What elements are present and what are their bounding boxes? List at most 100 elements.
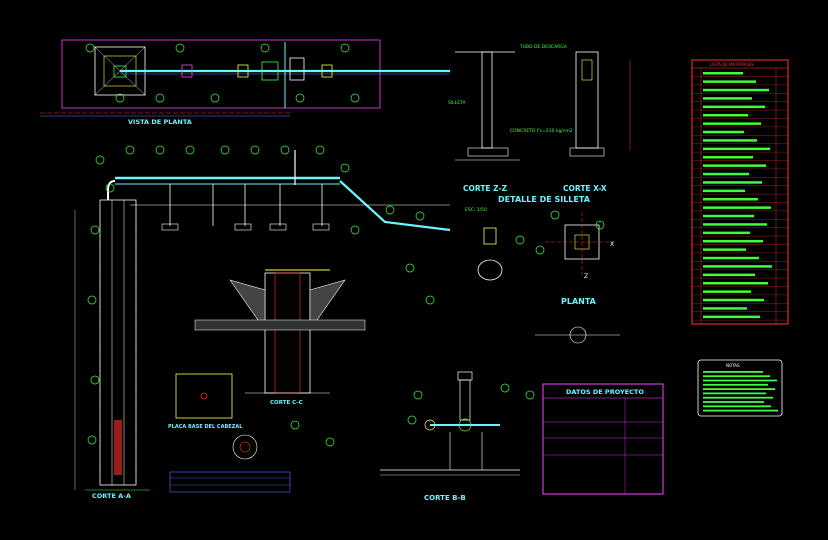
elevation-pipeline (107, 150, 451, 232)
material-row-text (703, 164, 766, 167)
material-row-text (703, 265, 772, 268)
material-row-text (703, 273, 755, 277)
planta-scale-label: ESC: 1/50 (465, 207, 487, 213)
lista-materiales-table: LISTA DE MATERIALES (691, 59, 789, 325)
callout-balloon (295, 93, 305, 103)
callout-balloon (210, 93, 220, 103)
nota-line (703, 375, 770, 378)
material-row-text (703, 80, 756, 83)
material-row-text (703, 130, 744, 134)
vista-planta-title: VISTA DE PLANTA (128, 118, 192, 126)
nota-line (703, 371, 763, 373)
notas-lines (703, 371, 778, 412)
material-row-text (703, 315, 760, 319)
nota-line (703, 405, 771, 408)
nota-line (703, 379, 777, 382)
material-row-text (703, 256, 759, 260)
callout-balloon (105, 183, 115, 193)
axis-z-label: Z (584, 273, 588, 280)
callout-balloon (90, 375, 100, 385)
material-row-text (703, 282, 768, 285)
corte-aa-well: CORTE A-A (74, 199, 150, 500)
callout-balloon (413, 390, 423, 400)
planta-anchor: X Z PLANTA (477, 212, 620, 344)
notas-box: NOTAS (697, 359, 783, 417)
callout-balloon (315, 145, 325, 155)
nota-line (703, 392, 766, 395)
callout-balloon (595, 220, 605, 230)
material-row-text (703, 290, 751, 293)
planta-title: PLANTA (561, 297, 597, 306)
callout-balloon (290, 420, 300, 430)
callout-balloon (350, 225, 360, 235)
material-row-text (703, 214, 754, 218)
callout-balloon (185, 145, 195, 155)
callout-balloon (405, 263, 415, 273)
callout-balloon (350, 93, 360, 103)
callout-balloon (87, 295, 97, 305)
placa-base-detail: PLACA BASE DEL CABEZAL (168, 373, 291, 493)
tubo-descarga-label: TUBO DE DESCARGA (519, 44, 568, 50)
material-row-text (703, 122, 761, 125)
nota-line (703, 396, 773, 399)
detalle-silleta-title: DETALLE DE SILLETA (498, 195, 591, 204)
nota-line (703, 383, 768, 386)
detalle-silleta: TUBO DE DESCARGA SILLETA CONCRETO f'c=21… (448, 44, 631, 213)
material-row-text (703, 189, 745, 193)
axis-x-label: X (610, 241, 614, 248)
callout-balloon (260, 43, 270, 53)
material-row-text (703, 114, 748, 117)
callout-balloon (155, 93, 165, 103)
material-row-text (703, 139, 757, 142)
material-row-text (703, 88, 769, 92)
corte-xx-title: CORTE X-X (563, 184, 607, 193)
placa-base-title: PLACA BASE DEL CABEZAL (168, 424, 243, 430)
callout-balloon (87, 435, 97, 445)
corte-zz-title: CORTE Z-Z (463, 184, 508, 193)
datos-proyecto-title: DATOS DE PROYECTO (566, 388, 644, 396)
silleta-label: SILLETA (448, 100, 466, 106)
material-row-text (703, 72, 743, 75)
callout-balloon (280, 145, 290, 155)
callout-balloons (85, 43, 605, 447)
lista-materiales-rows (692, 72, 788, 321)
callout-balloon (515, 235, 525, 245)
callout-balloon (155, 145, 165, 155)
callout-balloon (385, 205, 395, 215)
corte-cc-section: CORTE C-C (194, 269, 366, 406)
callout-balloon (115, 93, 125, 103)
callout-balloon (425, 295, 435, 305)
material-row-text (703, 240, 763, 243)
material-row-text (703, 97, 752, 100)
material-row-text (703, 223, 767, 226)
nota-line (703, 409, 778, 412)
material-row-text (703, 248, 746, 251)
corte-aa-title: CORTE A-A (92, 492, 131, 500)
nota-line (703, 388, 775, 390)
material-row-text (703, 298, 764, 302)
callout-balloon (340, 163, 350, 173)
material-row-text (703, 231, 750, 235)
material-row-text (703, 172, 749, 176)
corte-bb-section: CORTE B-B (380, 371, 520, 502)
callout-balloon (407, 415, 417, 425)
notas-title: NOTAS (726, 363, 740, 368)
callout-balloon (175, 43, 185, 53)
callout-balloon (325, 437, 335, 447)
material-row-text (703, 307, 747, 310)
callout-balloon (85, 43, 95, 53)
corte-cc-title: CORTE C-C (270, 400, 303, 406)
callout-balloon (340, 43, 350, 53)
vista-planta-view: VISTA DE PLANTA (40, 39, 450, 126)
callout-balloon (95, 155, 105, 165)
nota-line (703, 401, 764, 403)
material-row-text (703, 181, 762, 184)
material-row-text (703, 206, 771, 209)
corte-bb-title: CORTE B-B (424, 494, 466, 502)
callout-balloon (550, 210, 560, 220)
callout-balloon (535, 245, 545, 255)
material-row-text (703, 105, 765, 109)
callout-balloon (250, 145, 260, 155)
lista-materiales-title: LISTA DE MATERIALES (710, 62, 754, 67)
